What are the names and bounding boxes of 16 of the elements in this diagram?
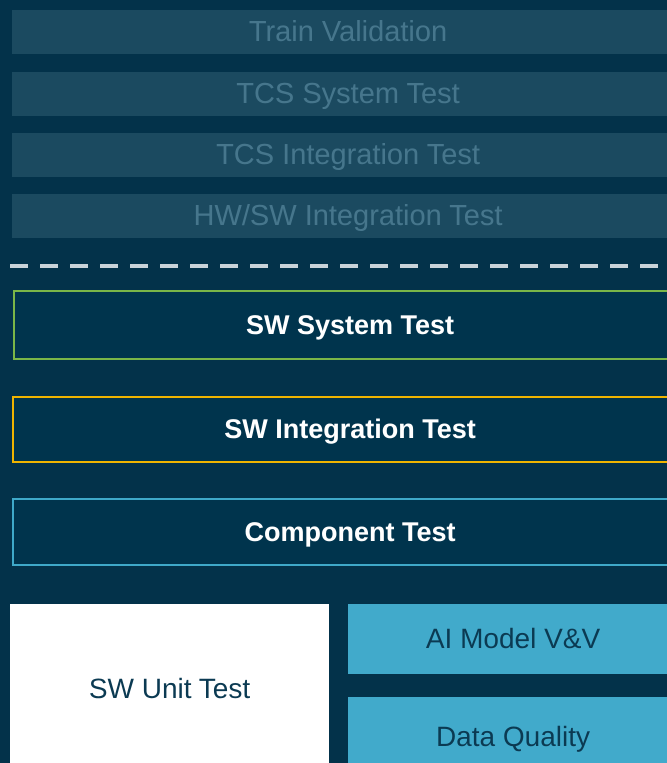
level-label: SW System Test — [246, 310, 454, 340]
level-label: AI Model V&V — [426, 623, 600, 655]
test-level-box — [12, 498, 667, 566]
stage-bar — [12, 133, 667, 177]
level-label: SW Integration Test — [224, 414, 476, 445]
test-level-box — [10, 604, 329, 763]
level-label: Data Quality — [436, 721, 590, 753]
level-label: SW Unit Test — [88, 673, 250, 705]
stage-bar — [12, 10, 667, 54]
stage-bar — [12, 72, 667, 116]
level-label: Component Test — [244, 516, 456, 548]
test-level-box — [12, 396, 667, 463]
stage-bar — [12, 194, 667, 238]
test-level-box — [348, 604, 667, 674]
test-level-box — [348, 697, 667, 763]
test-level-box — [13, 290, 667, 360]
